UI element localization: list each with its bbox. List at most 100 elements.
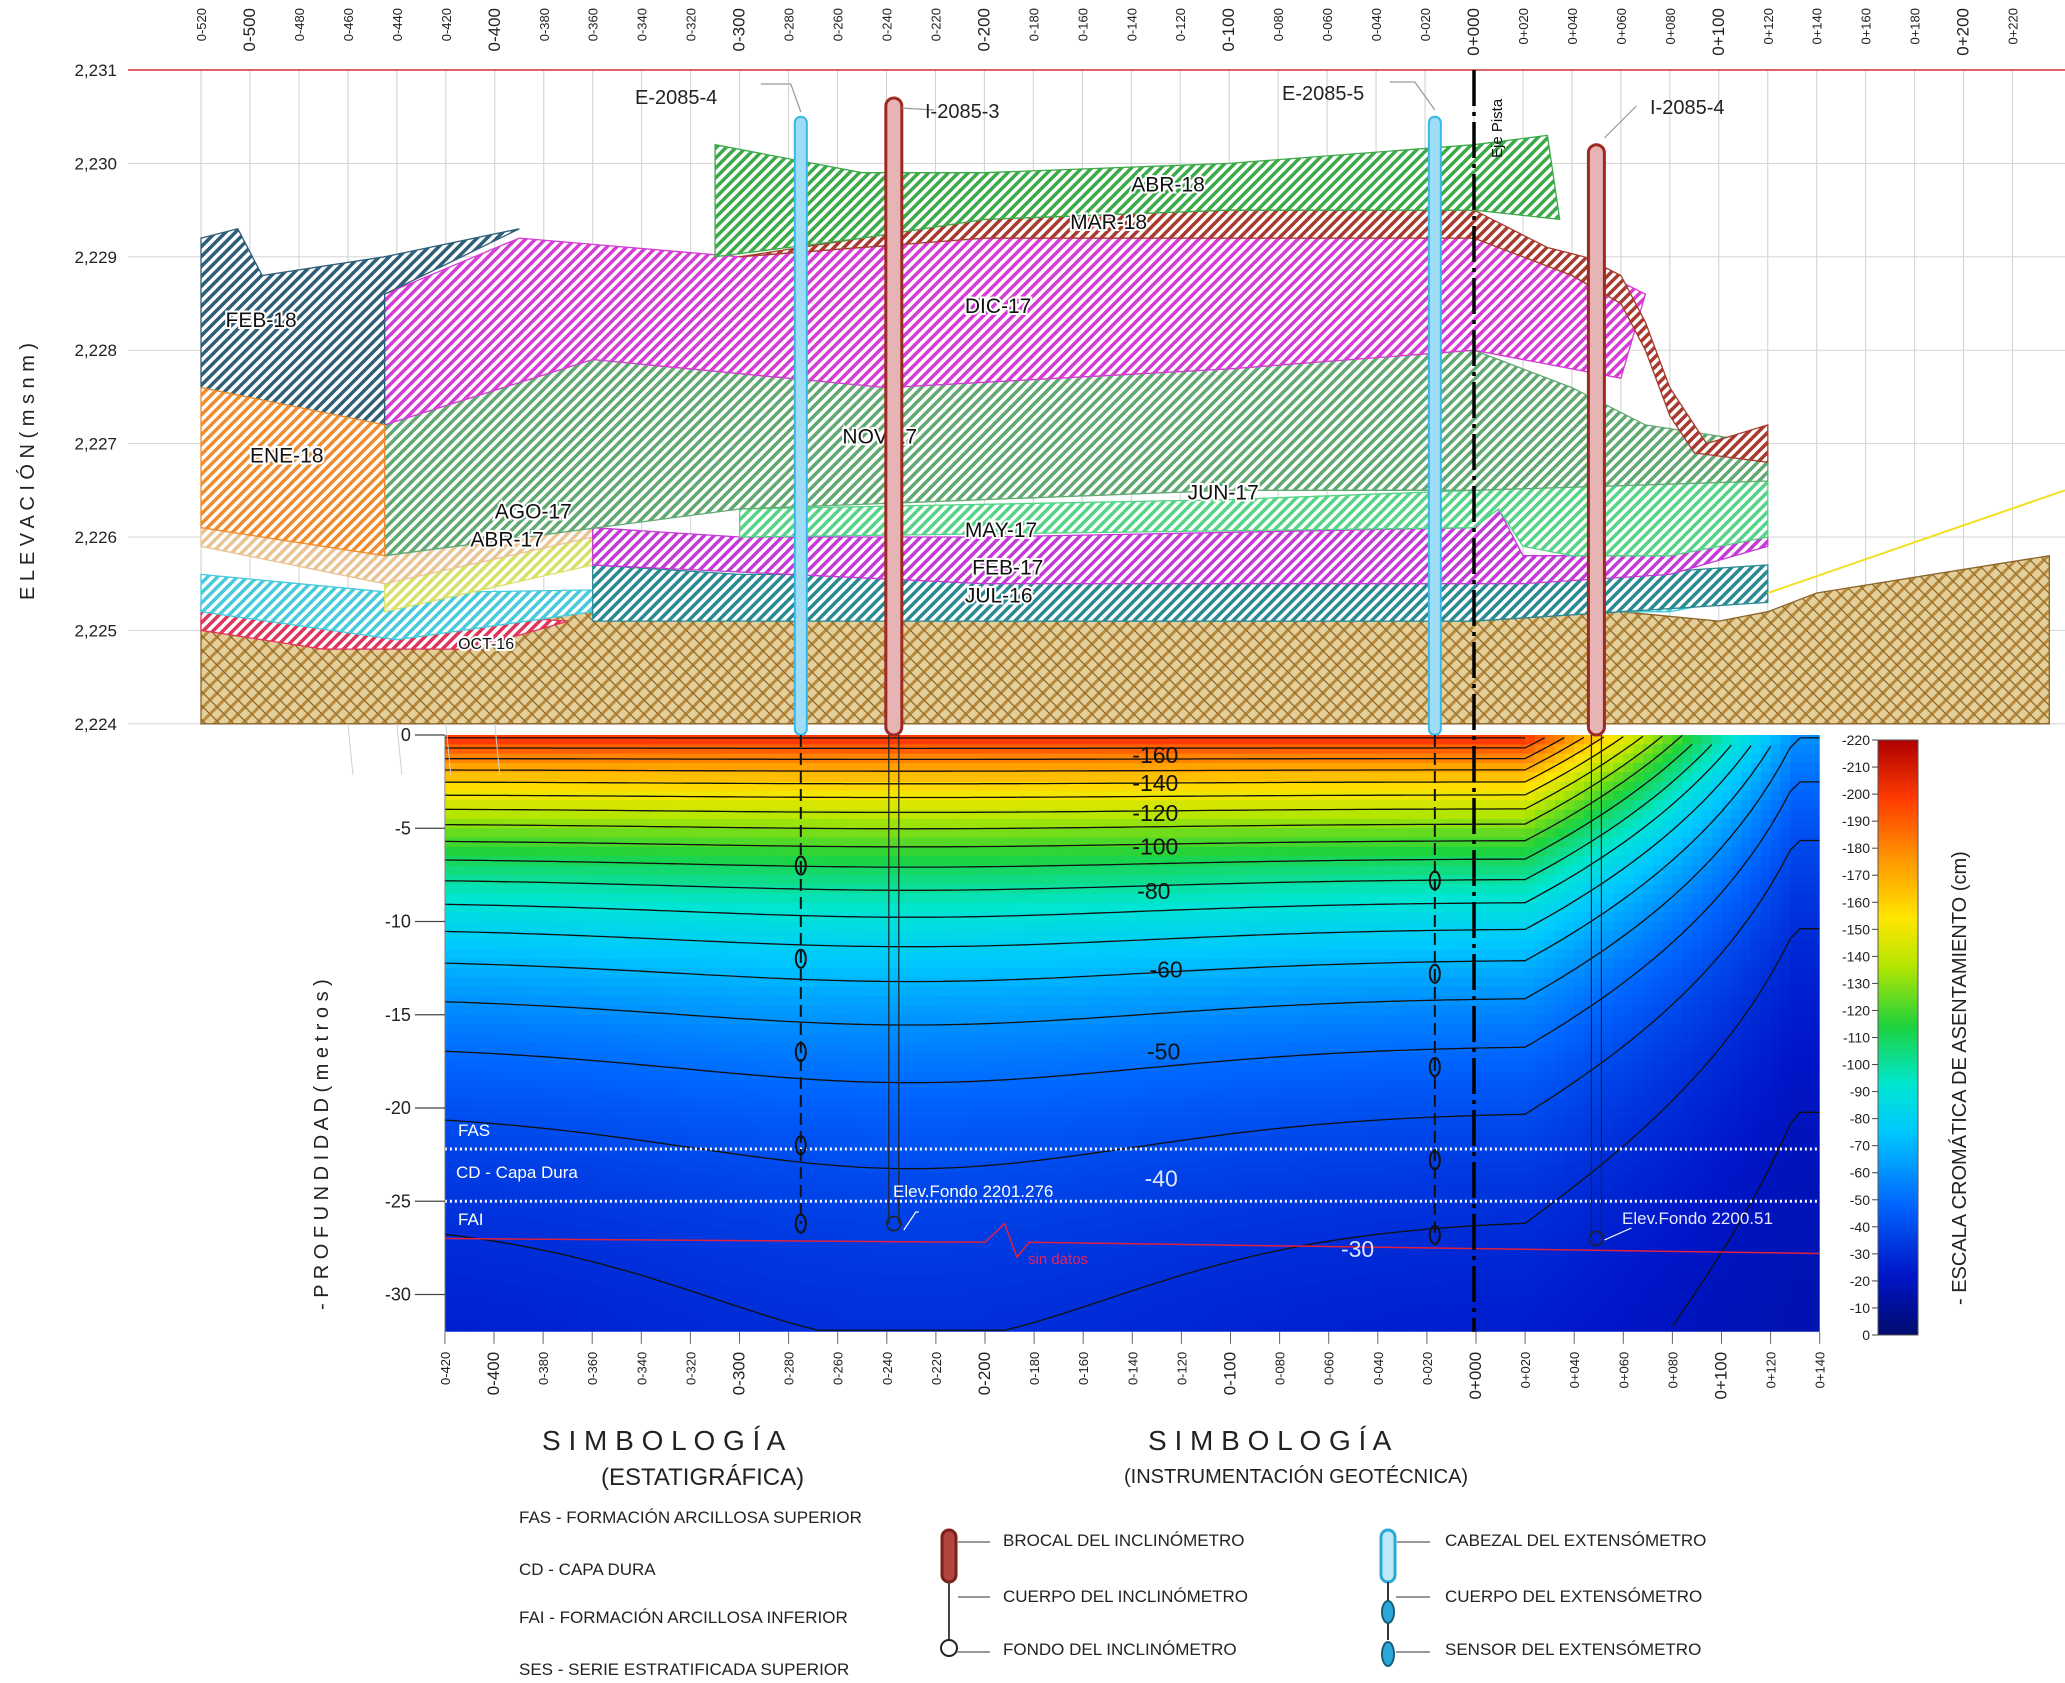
upper-x-tick: 0-060 [1320, 8, 1335, 41]
formation-cd: CD - Capa Dura [456, 1163, 578, 1182]
colorbar-tick: -120 [1842, 1002, 1870, 1018]
lower-x-tick: 0-420 [438, 1352, 453, 1385]
upper-x-tick: 0-080 [1271, 8, 1286, 41]
upper-x-tick: 0+220 [2006, 8, 2021, 45]
extensometer-e-2085-5-sensor [1428, 963, 1441, 984]
lower-x-tick: 0-360 [585, 1352, 600, 1385]
settlement-contour-panel: -160-140-120-100-80-60-50-40-30 [444, 735, 1820, 1332]
panel-connector [494, 723, 501, 776]
extensometer-e-2085-4-sensor [794, 855, 807, 876]
upper-x-tick: 0+140 [1810, 8, 1825, 45]
contour-label: -40 [1145, 1165, 1178, 1191]
panel-connector [347, 723, 354, 776]
colorbar-tick: -10 [1850, 1300, 1870, 1316]
contour-line [444, 839, 1820, 1170]
lower-x-tick: 0+040 [1567, 1352, 1582, 1389]
contour-label: -80 [1137, 878, 1170, 904]
upper-x-tick: 0-200 [974, 8, 993, 51]
upper-y-tick: 2,229 [74, 248, 117, 267]
contour-label: -50 [1147, 1039, 1180, 1065]
colorbar-tick: -110 [1843, 1030, 1870, 1046]
colorbar: -220-210-200-190-180-170-160-150-140-130… [1842, 732, 1919, 1343]
elev-fondo-1: Elev.Fondo 2201.276 [893, 1182, 1053, 1201]
legend-strat-title: S I M B O L O G Í A [542, 1425, 786, 1456]
contour-line [444, 737, 1546, 750]
lower-y-tick: -25 [385, 1191, 411, 1211]
lower-x-tick: 0-080 [1273, 1352, 1288, 1385]
lower-x-tick: 0-400 [484, 1352, 503, 1395]
lower-x-tick: 0-220 [929, 1352, 944, 1385]
legend-incl-cuerpo: CUERPO DEL INCLINÓMETRO [1003, 1587, 1248, 1606]
upper-x-tick: 0+100 [1709, 8, 1728, 56]
contour-line [444, 744, 1732, 918]
slope-line [1767, 489, 2065, 594]
upper-x-tick: 0-320 [684, 8, 699, 41]
lower-x-tick: 0+020 [1518, 1352, 1533, 1389]
leader-e-2085-4 [760, 83, 802, 113]
upper-x-tick: 0-440 [390, 8, 405, 41]
layer-label-abr-18: ABR-18 [1131, 173, 1205, 196]
lower-y-tick: -5 [395, 818, 411, 838]
legend-ext-cabezal: CABEZAL DEL EXTENSÓMETRO [1445, 1531, 1707, 1550]
upper-x-tick: 0-460 [341, 8, 356, 41]
upper-x-tick: 0-120 [1173, 8, 1188, 41]
lower-x-tick: 0+080 [1665, 1352, 1680, 1389]
legend-strat-item-fai: FAI - FORMACIÓN ARCILLOSA INFERIOR [519, 1608, 848, 1627]
upper-y-tick: 2,231 [74, 61, 117, 80]
legend-incl-fondo: FONDO DEL INCLINÓMETRO [1003, 1640, 1237, 1659]
extensometer-e-2085-5-sensor [1428, 870, 1441, 891]
no-data-label: sin datos [1028, 1251, 1088, 1268]
colorbar-label: - ESCALA CROMÁTICA DE ASENTAMIENTO (cm) [1948, 851, 1971, 1305]
lower-x-tick: 0-040 [1371, 1352, 1386, 1385]
contour-line [444, 735, 1664, 830]
colorbar-tick: -190 [1842, 813, 1870, 829]
lower-x-tick: 0-160 [1076, 1352, 1091, 1385]
inclinometer-i-2085-4-brocal [1586, 143, 1606, 737]
colorbar-tick: 0 [1862, 1327, 1870, 1343]
contour-label: -30 [1341, 1236, 1374, 1262]
inclinometer-i-2085-3-brocal [884, 96, 904, 737]
contour-line [444, 743, 1693, 868]
layer-label-ene-18: ENE-18 [250, 444, 324, 467]
upper-x-tick: 0-040 [1369, 8, 1384, 41]
lower-x-tick: 0-340 [634, 1352, 649, 1385]
contour-label: -140 [1132, 770, 1178, 796]
upper-x-tick: 0+040 [1565, 8, 1580, 45]
legend-geo-subtitle: (INSTRUMENTACIÓN GEOTÉCNICA) [1124, 1466, 1469, 1488]
legend-ext-cuerpo: CUERPO DEL EXTENSÓMETRO [1445, 1587, 1703, 1606]
legend-strat-item-ses: SES - SERIE ESTRATIFICADA SUPERIOR [519, 1660, 850, 1679]
lower-y-tick: -10 [385, 912, 411, 932]
no-data-line [444, 1222, 1820, 1259]
contour-label: -120 [1132, 800, 1178, 826]
extensometer-e-2085-5-sensor [1428, 1224, 1441, 1245]
colorbar-tick: -160 [1842, 894, 1870, 910]
inclinometer-i-2085-3 [884, 96, 904, 1232]
inclinometer-i-2085-3-bottom [886, 1215, 902, 1232]
upper-x-tick: 0-500 [240, 8, 259, 51]
extensometer-e-2085-4-sensor [794, 1135, 807, 1156]
leader-fondo-1 [903, 1211, 919, 1231]
lower-x-tick: 0-140 [1125, 1352, 1140, 1385]
colorbar-tick: -180 [1842, 840, 1870, 856]
upper-x-tick: 0+000 [1464, 8, 1483, 56]
lower-x-tick: 0+120 [1764, 1352, 1779, 1389]
eje-pista-label: Eje Pista [1489, 98, 1506, 158]
contour-field [444, 735, 1820, 1332]
extensometer-e-2085-4-head [793, 115, 808, 736]
layer-label-dic-17: DIC-17 [965, 295, 1032, 318]
leader-i-2085-4 [1603, 105, 1637, 139]
legend-strat-item-cd: CD - CAPA DURA [519, 1560, 656, 1579]
lower-x-tick: 0-060 [1322, 1352, 1337, 1385]
label-e-2085-4: E-2085-4 [635, 87, 717, 109]
contour-line [1671, 1111, 1820, 1327]
lower-x-tick: 0-380 [536, 1352, 551, 1385]
layer-label-may-17: MAY-17 [965, 519, 1037, 542]
upper-x-tick: 0-340 [635, 8, 650, 41]
elev-fondo-2: Elev.Fondo 2200.51 [1622, 1209, 1773, 1228]
lower-x-tick: 0+140 [1813, 1352, 1828, 1389]
layer-label-jul-16: JUL-16 [965, 584, 1033, 607]
leader-fondo-2 [1604, 1227, 1632, 1241]
lower-x-tick: 0-300 [730, 1352, 749, 1395]
lower-x-tick: 0-120 [1174, 1352, 1189, 1385]
